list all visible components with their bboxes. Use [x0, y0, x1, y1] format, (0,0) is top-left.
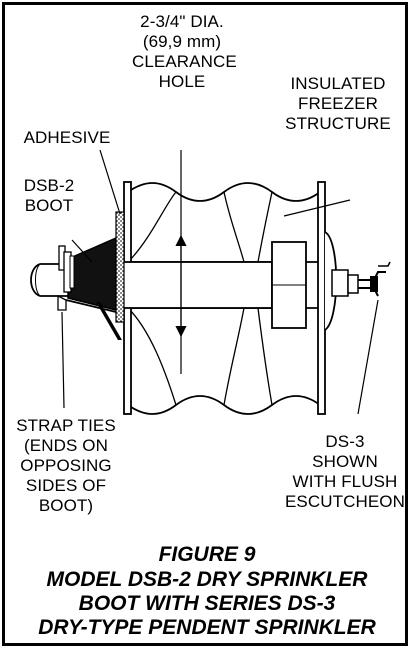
- caption-line-2: BOOT WITH SERIES DS-3: [78, 592, 336, 615]
- caption-line-3: DRY-TYPE PENDENT SPRINKLER: [38, 616, 376, 639]
- sprinkler-leader: [357, 299, 379, 415]
- adhesive-strip: [115, 211, 125, 323]
- strap-ties-label: STRAP TIES (ENDS ON OPPOSING SIDES OF BO…: [16, 416, 116, 515]
- caption-line-1: MODEL DSB-2 DRY SPRINKLER: [46, 568, 368, 591]
- insulated-structure-label: INSULATED FREEZER STRUCTURE: [285, 74, 391, 133]
- strap-tie-leader: [61, 311, 65, 409]
- strap-tie: [57, 294, 122, 340]
- ds-3-sprinkler-head: [324, 231, 391, 331]
- boot-leader: [71, 239, 93, 263]
- dsb-2-boot: [58, 236, 117, 311]
- clearance-hole-label: 2-3/4" DIA. (69,9 mm) CLEARANCE HOLE: [132, 12, 237, 91]
- figure-number: FIGURE 9: [158, 543, 256, 566]
- adhesive-leader: [99, 149, 121, 215]
- sprinkler-barrel: [115, 241, 307, 329]
- insulation-leader: [283, 199, 351, 217]
- boot-label: DSB-2 BOOT: [23, 176, 75, 215]
- adhesive-label: ADHESIVE: [23, 128, 111, 147]
- sprinkler-label: DS-3 SHOWN WITH FLUSH ESCUTCHEON: [284, 432, 405, 511]
- right-wall-panel: [317, 181, 326, 415]
